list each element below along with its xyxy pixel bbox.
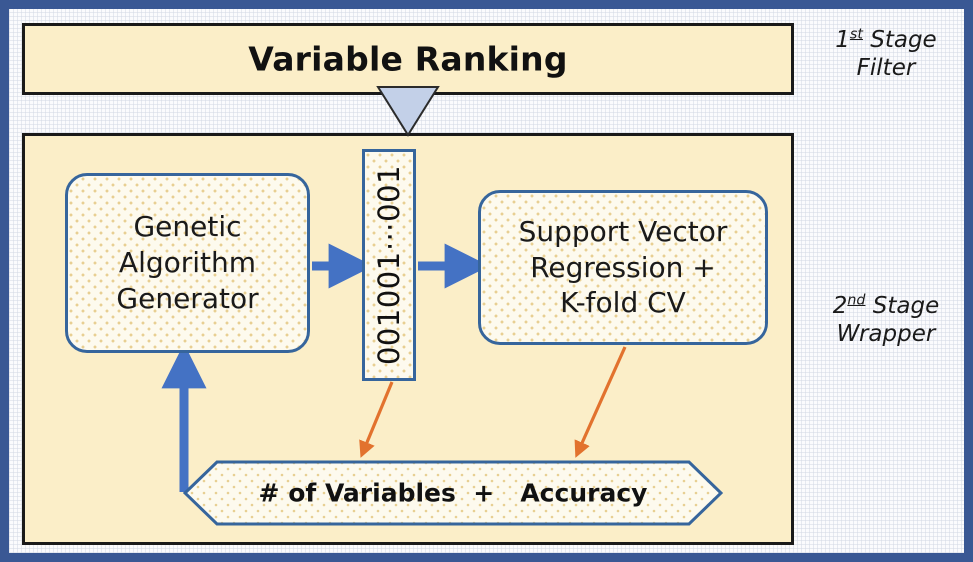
- node-fitness-hexagon[interactable]: # of Variables + Accuracy: [182, 460, 724, 526]
- node-support-vector-regression[interactable]: Support Vector Regression + K-fold CV: [478, 190, 768, 345]
- stage-1-number: 1: [835, 27, 850, 53]
- node-support-vector-regression-label: Support Vector Regression + K-fold CV: [518, 214, 728, 320]
- stage-1-kind: Filter: [856, 55, 916, 82]
- stage-2-ordinal: nd: [847, 292, 866, 309]
- stage-1-ordinal: st: [849, 26, 863, 43]
- node-genetic-algorithm-generator-label: Genetic Algorithm Generator: [116, 210, 259, 315]
- node-bitstring-label: 001001⋯001: [372, 164, 406, 366]
- stage-label-1: 1st Stage Filter: [806, 26, 966, 82]
- page-title: Variable Ranking: [248, 39, 568, 79]
- hexagon-shape-icon: [182, 460, 724, 526]
- stage-1-word: Stage: [870, 27, 937, 53]
- stage-2-word: Stage: [872, 293, 940, 319]
- stage-label-2: 2nd Stage Wrapper: [806, 292, 966, 348]
- node-bitstring-chromosome[interactable]: 001001⋯001: [362, 149, 416, 381]
- node-genetic-algorithm-generator[interactable]: Genetic Algorithm Generator: [65, 173, 310, 353]
- node-fitness-label: # of Variables + Accuracy: [258, 478, 648, 508]
- ranking-to-wrapper-triangle-icon: [376, 86, 440, 137]
- stage-2-number: 2: [832, 293, 848, 319]
- stage-2-kind: Wrapper: [836, 321, 936, 348]
